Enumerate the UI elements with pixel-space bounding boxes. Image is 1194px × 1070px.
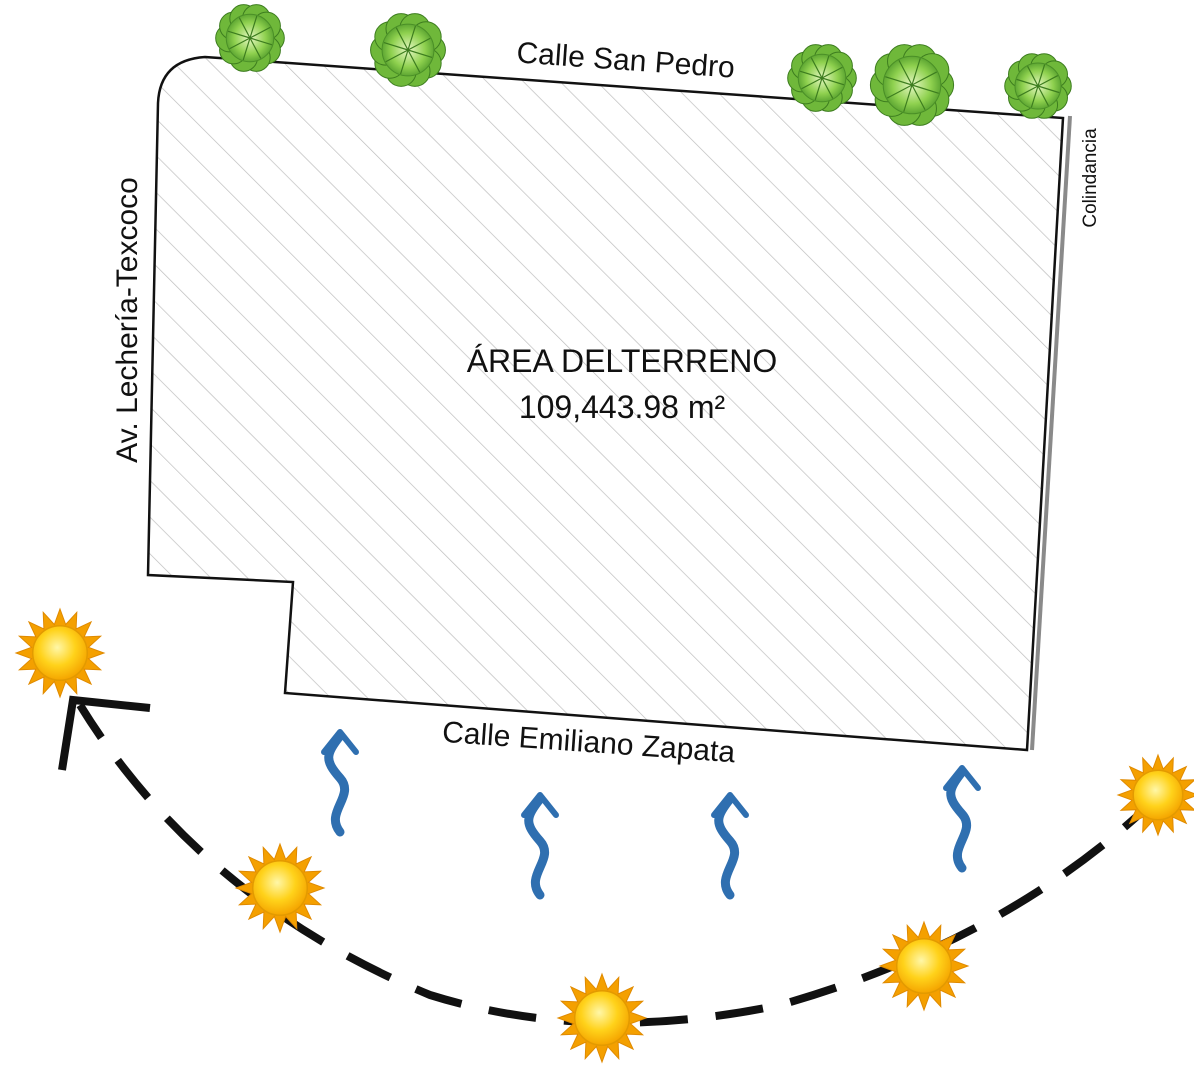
street-label-west: Av. Lechería-Texcoco bbox=[111, 177, 144, 463]
sun-icon bbox=[14, 607, 106, 699]
wind-arrows bbox=[321, 729, 981, 900]
sun-icon bbox=[234, 842, 326, 934]
boundary-label-east: Colindancia bbox=[1080, 128, 1101, 228]
street-label-north: Calle San Pedro bbox=[516, 36, 736, 84]
tree-row bbox=[215, 4, 1072, 126]
tree-icon bbox=[370, 13, 446, 87]
sun-positions bbox=[14, 607, 1194, 1064]
tree-icon bbox=[215, 4, 285, 72]
wind-arrow-icon bbox=[943, 765, 981, 873]
tree-icon bbox=[787, 44, 857, 112]
tree-icon bbox=[869, 44, 955, 126]
sun-icon bbox=[1116, 753, 1194, 837]
sun-path-arrowhead bbox=[58, 695, 151, 771]
tree-icon bbox=[1004, 53, 1072, 119]
wind-arrow-icon bbox=[711, 792, 749, 900]
sun-icon bbox=[556, 972, 648, 1064]
area-value: 109,443.98 m² bbox=[519, 389, 726, 425]
area-title: ÁREA DELTERRENO bbox=[467, 343, 778, 379]
sun-icon bbox=[878, 920, 970, 1012]
east-boundary-line bbox=[1030, 115, 1072, 751]
wind-arrow-icon bbox=[321, 729, 359, 837]
wind-arrow-icon bbox=[521, 792, 559, 900]
site-lot bbox=[146, 55, 1065, 752]
